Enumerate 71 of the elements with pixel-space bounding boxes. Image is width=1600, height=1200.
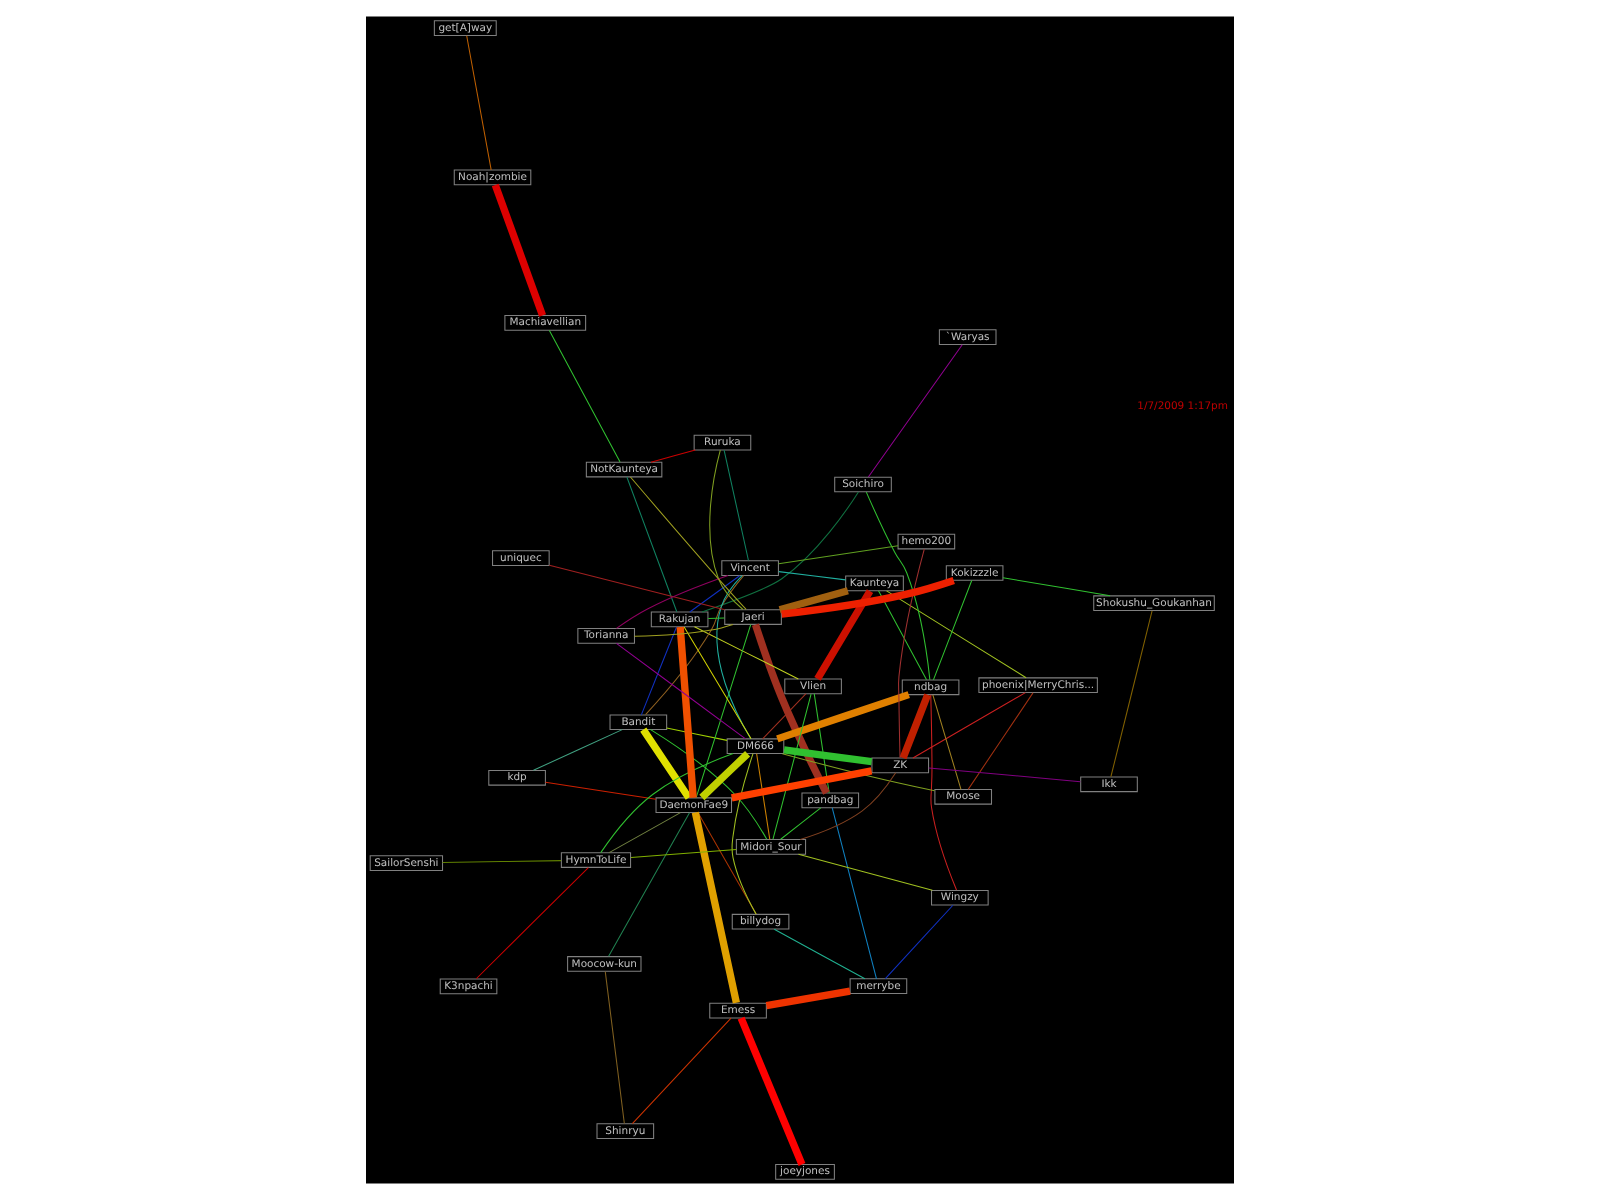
connector bbox=[640, 727, 692, 800]
connector bbox=[886, 590, 1027, 679]
connector bbox=[645, 575, 745, 716]
connector bbox=[756, 753, 771, 840]
connector bbox=[608, 812, 691, 957]
connector bbox=[781, 753, 936, 792]
connector bbox=[701, 491, 859, 613]
connector bbox=[731, 767, 873, 802]
connector bbox=[772, 693, 812, 840]
connector bbox=[491, 183, 546, 317]
connector bbox=[776, 691, 910, 743]
connector bbox=[783, 746, 873, 766]
connector bbox=[650, 729, 768, 840]
connector bbox=[640, 626, 678, 716]
connector bbox=[604, 971, 625, 1124]
connector bbox=[1110, 610, 1153, 778]
connector bbox=[930, 694, 958, 891]
connector bbox=[778, 571, 847, 581]
connector bbox=[797, 853, 933, 891]
connector bbox=[878, 590, 928, 681]
connector bbox=[676, 626, 697, 799]
connector bbox=[532, 729, 623, 771]
connector bbox=[780, 807, 822, 840]
connector bbox=[716, 575, 752, 740]
connector bbox=[475, 867, 589, 980]
connector bbox=[967, 692, 1034, 790]
connector bbox=[631, 1017, 732, 1125]
connector bbox=[884, 904, 954, 980]
connector bbox=[765, 987, 851, 1010]
connector bbox=[867, 344, 963, 478]
connector bbox=[666, 727, 728, 741]
connector bbox=[932, 694, 962, 790]
connector bbox=[912, 692, 1026, 759]
connector bbox=[442, 860, 562, 864]
connector bbox=[1002, 577, 1111, 597]
connector bbox=[723, 449, 749, 562]
connector bbox=[697, 812, 757, 915]
connector bbox=[548, 564, 726, 611]
connector bbox=[693, 626, 799, 680]
connector bbox=[897, 548, 925, 759]
connector bbox=[699, 751, 751, 801]
connector bbox=[615, 642, 747, 740]
connector bbox=[778, 587, 849, 614]
connector bbox=[813, 693, 830, 794]
connector bbox=[630, 848, 737, 858]
connector bbox=[932, 579, 973, 681]
connector bbox=[695, 624, 752, 799]
connector bbox=[831, 807, 878, 980]
connector bbox=[737, 1016, 806, 1166]
connector bbox=[762, 693, 807, 740]
connector bbox=[683, 626, 752, 740]
connector bbox=[778, 545, 899, 565]
connector bbox=[773, 928, 866, 980]
connector bbox=[709, 449, 744, 611]
connector bbox=[691, 811, 740, 1004]
connector bbox=[608, 812, 681, 854]
connector bbox=[731, 753, 757, 915]
connector bbox=[928, 767, 1081, 783]
connector bbox=[548, 330, 621, 463]
connector bbox=[751, 623, 830, 795]
connector bbox=[650, 449, 696, 463]
connector bbox=[629, 476, 747, 610]
connector bbox=[544, 781, 657, 800]
connector bbox=[814, 589, 874, 681]
connector bbox=[899, 693, 932, 760]
connector bbox=[626, 476, 678, 613]
connector bbox=[707, 617, 725, 619]
connector bbox=[689, 575, 741, 613]
connector bbox=[466, 35, 492, 171]
connector bbox=[633, 623, 734, 637]
connector bbox=[865, 491, 931, 681]
